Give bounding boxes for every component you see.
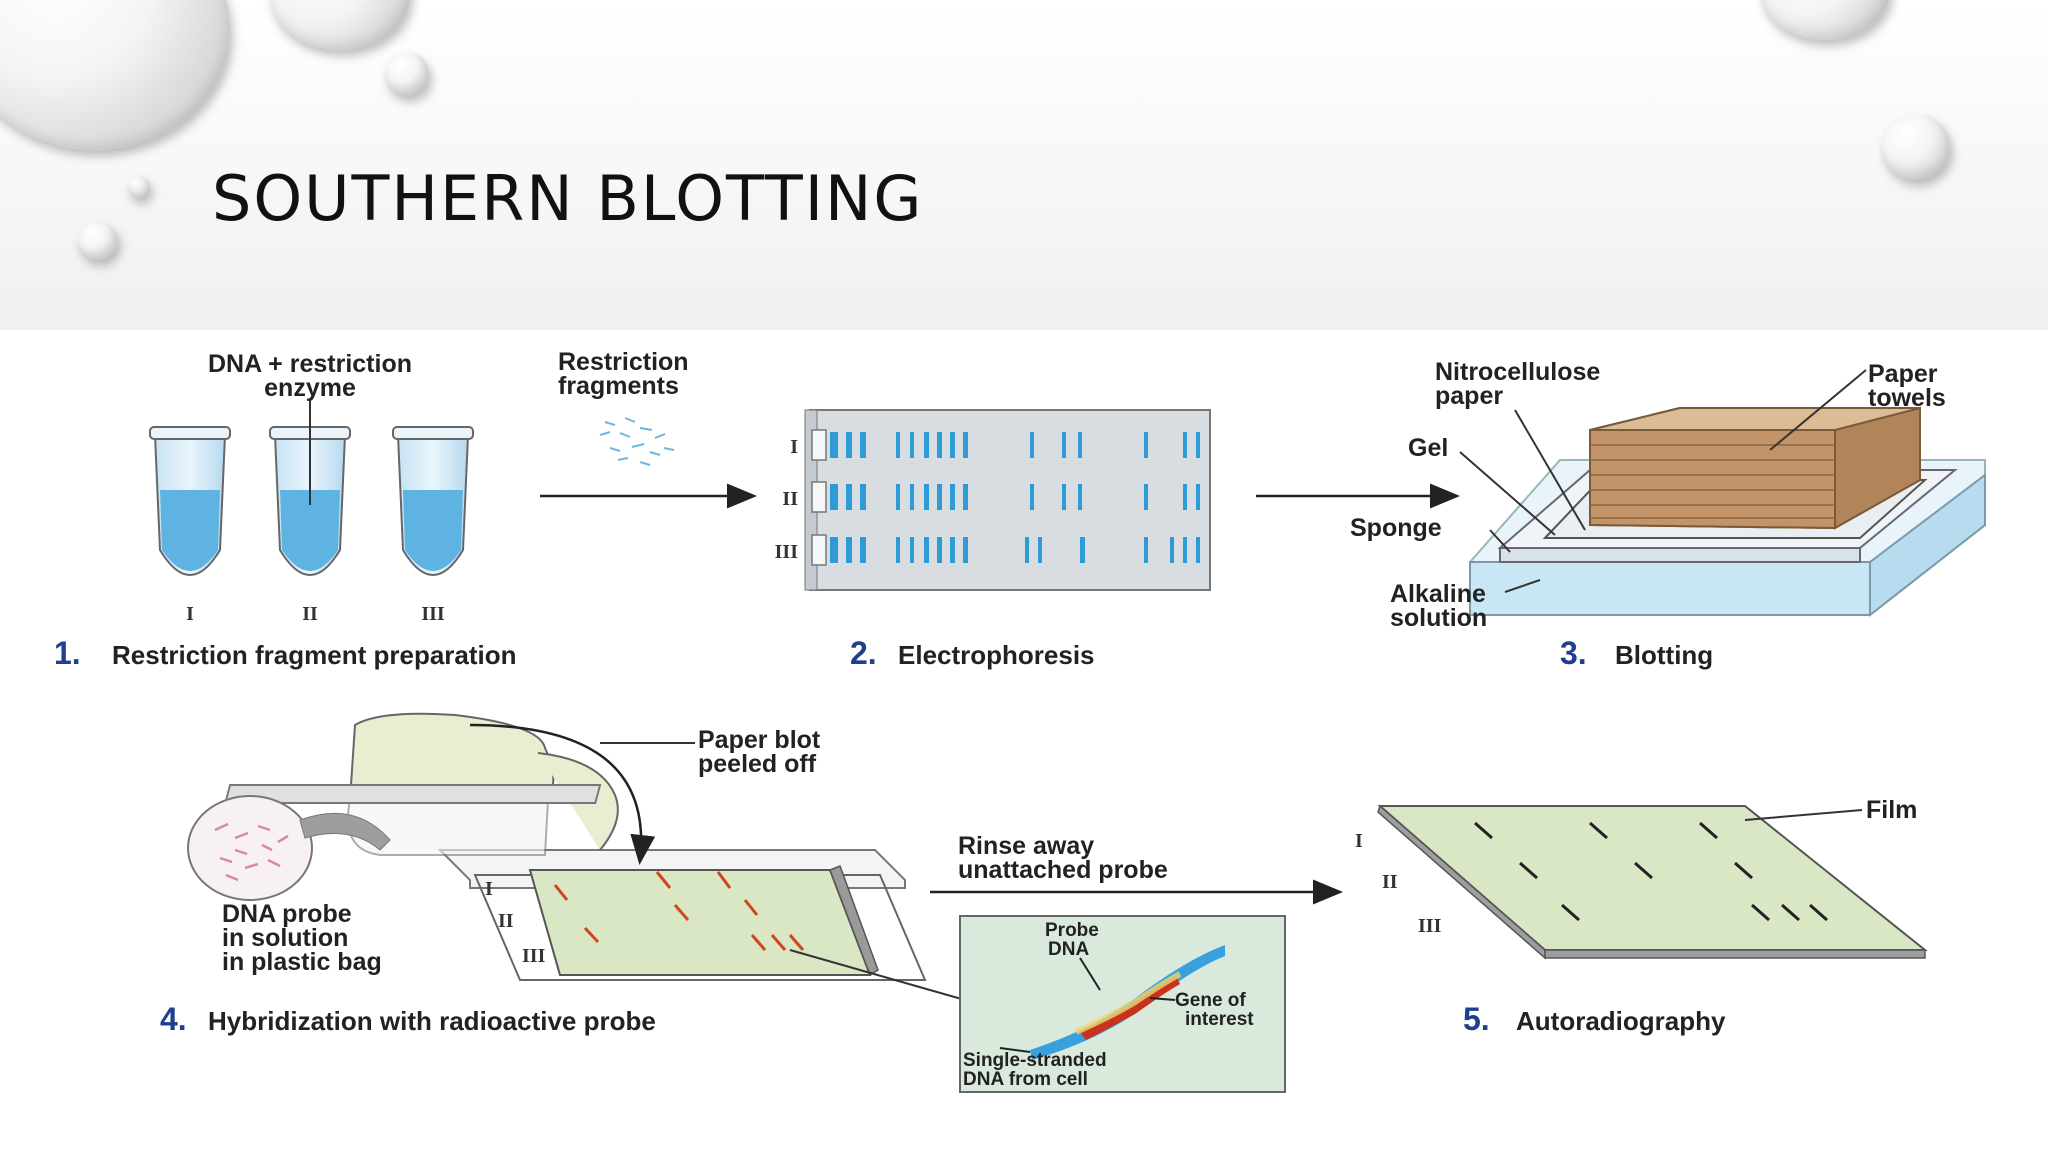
blot-lane-label-2: II [498, 910, 514, 932]
gel-bands-lane-3 [830, 537, 1200, 563]
blot-bands [553, 871, 805, 951]
peeled-label-line2: peeled off [698, 750, 817, 778]
film-label: Film [1866, 796, 1917, 824]
test-tube-2 [269, 400, 351, 576]
inset-probe-label-line2: DNA [1048, 939, 1089, 960]
step3-caption: Blotting [1615, 640, 1713, 670]
step1-caption: Restriction fragment preparation [112, 640, 517, 670]
rinse-label-line1: Rinse away [958, 832, 1094, 860]
towels-label-line1: Paper [1868, 360, 1938, 388]
towels-label-line2: towels [1868, 384, 1946, 412]
tube-label-1: I [186, 603, 194, 625]
test-tube-1 [149, 426, 231, 576]
probe-label-line2: in solution [222, 924, 348, 952]
step1-number: 1. [54, 635, 81, 671]
towels-leader [1769, 369, 1867, 451]
probe-label-line3: in plastic bag [222, 948, 382, 976]
inset-gene-label-line1: Gene of [1175, 990, 1246, 1011]
step2-caption: Electrophoresis [898, 640, 1095, 670]
gel-lane-label-3: III [775, 541, 799, 563]
rinse-label-line2: unattached probe [958, 856, 1168, 884]
gel-slab [809, 409, 1211, 591]
blot-lane-label-1: I [485, 878, 493, 900]
step1-label-line2: enzyme [264, 374, 356, 402]
gel-leader [1459, 451, 1556, 536]
fragments-label-line1: Restriction [558, 348, 689, 376]
gel-lane-label-2: II [782, 488, 798, 510]
nitro-label-line1: Nitrocellulose [1435, 358, 1600, 386]
fragment-cloud [599, 417, 675, 466]
film-leader [1744, 809, 1863, 821]
step2-number: 2. [850, 635, 877, 671]
step4-caption: Hybridization with radioactive probe [208, 1006, 656, 1036]
southern-blotting-diagram: DNA + restriction enzyme I II III 1. Res… [54, 348, 1986, 1093]
paper-blot [528, 865, 879, 977]
step4-number: 4. [160, 1001, 187, 1037]
probe-solution-circle [187, 795, 391, 901]
gel-lane-label-1: I [790, 436, 798, 458]
water-drop-tiny [128, 176, 150, 198]
alkaline-leader [1504, 579, 1541, 593]
film-bands [1474, 821, 1828, 922]
gel-label: Gel [1408, 434, 1448, 462]
rinse-group: Rinse away unattached probe [930, 832, 1343, 905]
step1-label-line1: DNA + restriction [208, 350, 412, 378]
fragments-group: Restriction fragments [540, 348, 757, 509]
water-drop-small [385, 52, 429, 96]
step5-group: I II III Film 5. Autoradiography [1355, 796, 1928, 1037]
peeling-paper [223, 712, 656, 865]
gel-wells [811, 429, 827, 566]
inset-gene-label-line2: interest [1185, 1009, 1254, 1030]
inset-leader [789, 949, 973, 1003]
step3-group: Nitrocellulose paper Paper towels Gel Sp… [1350, 358, 1986, 671]
tube-label-3: III [421, 603, 445, 625]
film-lane-label-1: I [1355, 830, 1363, 852]
water-drop-right [1882, 114, 1950, 180]
alkaline-label-line1: Alkaline [1390, 580, 1486, 608]
film-lane-label-3: III [1418, 915, 1442, 937]
tube-label-2: II [302, 603, 318, 625]
sponge-label: Sponge [1350, 514, 1442, 542]
test-tube-3 [392, 426, 474, 576]
gel-bands-lane-2 [830, 484, 1200, 510]
slide-header [0, 0, 2048, 330]
sponge-leader [1489, 529, 1511, 553]
film-lane-label-2: II [1382, 871, 1398, 893]
alkaline-label-line2: solution [1390, 604, 1487, 632]
nitro-label-line2: paper [1435, 382, 1503, 410]
step1-group: DNA + restriction enzyme I II III 1. Res… [54, 350, 517, 671]
fragments-label-line2: fragments [558, 372, 679, 400]
gel-bands-lane-1 [830, 432, 1200, 458]
hybridization-inset: Probe DNA Gene of interest Single-strand… [959, 915, 1286, 1093]
step4-group: Paper blot peeled off DNA probe in solut… [160, 712, 973, 1037]
water-drop-small-left [78, 222, 118, 260]
slide-title: SOUTHERN BLOTTING [212, 162, 924, 235]
inset-ss-label-line2: DNA from cell [963, 1069, 1088, 1090]
step5-caption: Autoradiography [1516, 1006, 1726, 1036]
step5-number: 5. [1463, 1001, 1490, 1037]
peeled-label-line1: Paper blot [698, 726, 821, 754]
inset-probe-label-line1: Probe [1045, 920, 1099, 941]
probe-label-line1: DNA probe [222, 900, 352, 928]
towel-top-surface [1589, 407, 1921, 431]
blot-lane-label-3: III [522, 945, 546, 967]
inset-ss-label-line1: Single-stranded [963, 1050, 1107, 1071]
nitro-leader [1514, 409, 1586, 531]
step2-group: I II III 2. Electrophoresis [775, 409, 1211, 671]
step3-number: 3. [1560, 635, 1587, 671]
